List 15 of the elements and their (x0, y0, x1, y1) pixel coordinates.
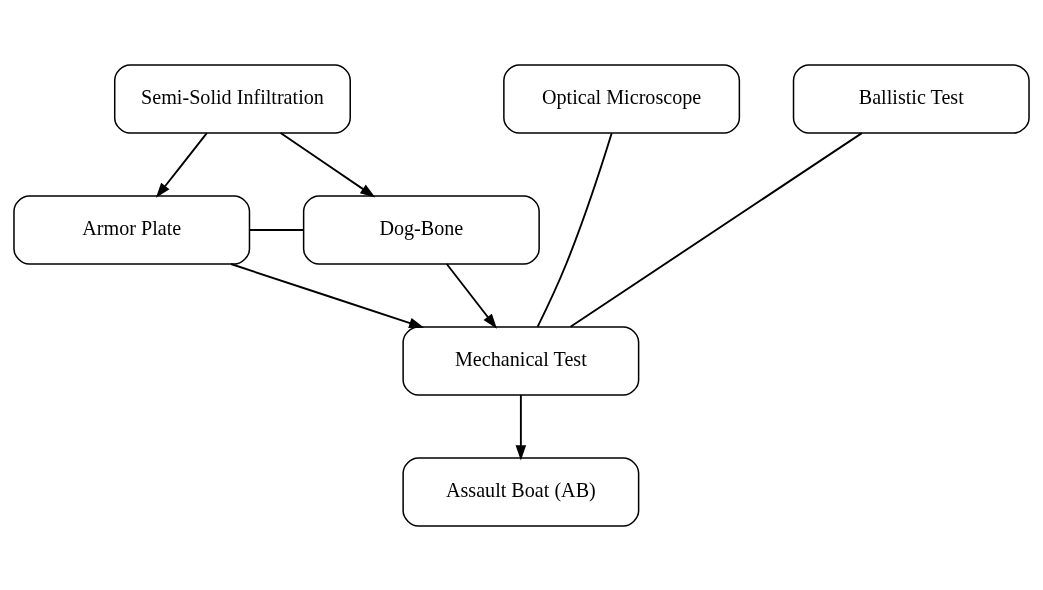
node-box: Assault Boat (AB) (402, 456, 640, 527)
arrow (515, 393, 527, 460)
arrow (230, 262, 425, 328)
node-box: Mechanical Test (402, 325, 640, 396)
arrow (279, 131, 376, 197)
node-box: Ballistic Test (792, 63, 1030, 134)
node-box: Semi-Solid Infiltration (113, 63, 351, 134)
arrow (445, 262, 497, 329)
arrow (155, 131, 208, 198)
node-box: Armor Plate (13, 194, 251, 265)
node-box: Dog-Bone (302, 194, 540, 265)
connector (249, 228, 305, 231)
connector (536, 131, 613, 328)
connector (569, 131, 863, 328)
node-box: Optical Microscope (503, 63, 741, 134)
